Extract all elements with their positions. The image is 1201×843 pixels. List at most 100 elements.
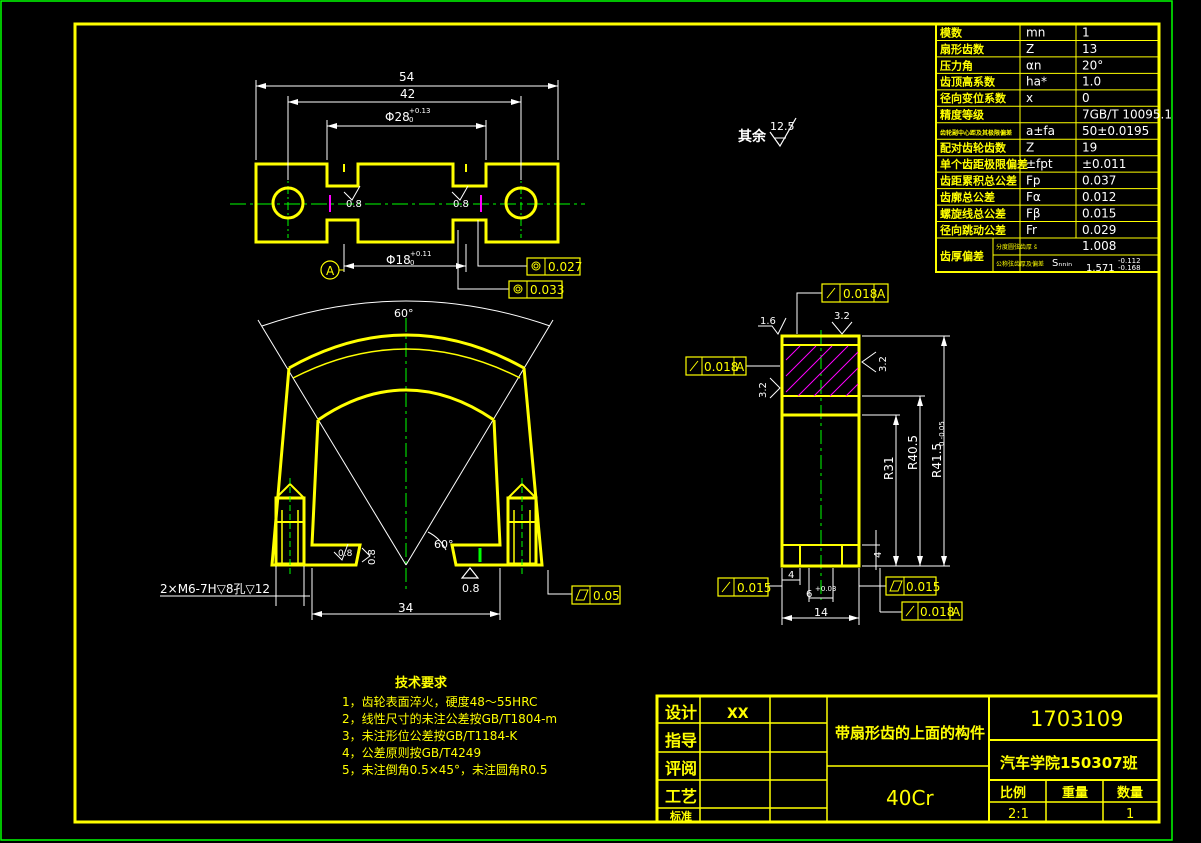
datum-a: A xyxy=(326,264,335,278)
param-symbol: mn xyxy=(1026,25,1045,39)
roughness-note-label: 其余 xyxy=(738,128,767,145)
dim-r415: R41.5 xyxy=(930,443,944,478)
tb-scale-label: 比例 xyxy=(1000,785,1026,801)
param-name: 齿距累积总公差 xyxy=(940,174,1017,188)
param-name: 模数 xyxy=(940,25,963,39)
param-symbol: x xyxy=(1026,91,1033,105)
param-name: 径向变位系数 xyxy=(940,91,1007,105)
top-tol-2: 0.033 xyxy=(530,283,564,297)
param-symbol: Z xyxy=(1026,42,1034,56)
param-value: 0 xyxy=(1082,91,1090,105)
dim-phi28-tol-upper: +0.13 xyxy=(409,107,430,115)
param-symbol: Fp xyxy=(1026,174,1041,188)
dim-14: 14 xyxy=(814,606,828,619)
param-name: 径向跳动公差 xyxy=(940,223,1006,237)
runout-top: 0.018 xyxy=(843,287,877,301)
param-symbol: a±fa xyxy=(1026,124,1055,138)
tb-qty: 1 xyxy=(1126,807,1134,822)
runout-left-datum: A xyxy=(736,360,745,374)
param-symbol: Fr xyxy=(1026,223,1037,237)
dim-phi28: Φ28 xyxy=(385,110,410,124)
param-value: 1.0 xyxy=(1082,75,1101,89)
dim-r31: R31 xyxy=(882,456,896,480)
param-value: 20° xyxy=(1082,58,1103,72)
runout-bottom: 0.018 xyxy=(920,605,954,619)
thickness-row1-label: 分度圆弦齿厚 s̄ xyxy=(996,243,1037,251)
param-name: 扇形齿数 xyxy=(940,42,985,56)
tb-process-label: 工艺 xyxy=(665,787,697,806)
thickness-row2-symbol: Sₙₙᵢₙ xyxy=(1052,258,1072,269)
front-view: 60° 60° 0.8 0.8 0.8 xyxy=(160,300,621,620)
side-rough-32a: 3.2 xyxy=(834,311,850,322)
param-name: 压力角 xyxy=(940,58,973,72)
runout-bottom-datum: A xyxy=(952,605,961,619)
param-name: 齿廓总公差 xyxy=(940,190,995,204)
side-rough-32c: 3.2 xyxy=(758,382,769,398)
front-rough-2: 0.8 xyxy=(367,549,378,565)
param-symbol: Z xyxy=(1026,141,1034,155)
param-symbol: ±fpt xyxy=(1026,157,1053,171)
tb-school: 汽车学院150307班 xyxy=(1000,754,1138,772)
param-name: 单个齿距极限偏差 xyxy=(940,157,1028,171)
top-view: 0.8 0.8 54 42 Φ28 +0.13 0 Φ18 +0.11 0 A xyxy=(230,70,585,299)
angle-top: 60° xyxy=(394,307,414,320)
param-name: 精度等级 xyxy=(940,108,985,122)
tb-review-label: 评阅 xyxy=(665,759,697,778)
param-value: 0.015 xyxy=(1082,206,1116,220)
top-tol-1: 0.027 xyxy=(548,260,582,274)
dim-6: 6 xyxy=(806,589,812,600)
angle-inner: 60° xyxy=(434,538,454,551)
dim-34: 34 xyxy=(398,601,413,615)
param-value: 7GB/T 10095.1 xyxy=(1082,108,1172,122)
outer-frame xyxy=(0,0,1173,841)
runout-left: 0.018 xyxy=(704,360,738,374)
param-value: 0.012 xyxy=(1082,190,1116,204)
tb-qty-label: 数量 xyxy=(1117,785,1143,801)
dim-phi18-tol-lower: 0 xyxy=(410,259,414,267)
side-view: 0.018 A 0.018 A 1.6 3.2 3.2 3.2 R31 R40.… xyxy=(685,283,963,625)
thread-callout: 2×M6-7H▽8孔▽12 xyxy=(160,582,270,596)
param-value: 1 xyxy=(1082,25,1090,39)
title-block: 设计 XX 指导 评阅 工艺 标准 带扇形齿的上面的构件 40Cr 170310… xyxy=(655,694,1161,824)
tb-scale: 2:1 xyxy=(1008,807,1029,822)
param-name: 齿顶高系数 xyxy=(940,75,996,89)
thickness-row2-tol-upper: -0.112 xyxy=(1118,257,1141,265)
tech-req-item: 2，线性尺寸的未注公差按GB/T1804-m xyxy=(342,711,557,726)
tb-design-label: 设计 xyxy=(665,703,697,722)
side-rough-16: 1.6 xyxy=(760,316,776,327)
param-value: 0.029 xyxy=(1082,223,1116,237)
param-value: ±0.011 xyxy=(1082,157,1126,171)
tech-req-item: 5，未注倒角0.5×45°，未注圆角R0.5 xyxy=(342,762,547,777)
dim-6-tol: +0.03 xyxy=(815,585,836,593)
front-flatness: 0.05 xyxy=(593,589,620,603)
dim-r415-tol: 0 -0.05 xyxy=(938,421,946,446)
param-value: 0.037 xyxy=(1082,174,1116,188)
param-symbol: Fα xyxy=(1026,190,1041,204)
param-value: 50±0.0195 xyxy=(1082,124,1149,138)
thickness-row2-label: 公称弦齿厚及偏差 xyxy=(996,260,1044,268)
dim-phi18-tol-upper: +0.11 xyxy=(410,250,431,258)
tech-req-title: 技术要求 xyxy=(395,675,448,691)
thickness-row2-tol-lower: -0.168 xyxy=(1118,264,1141,272)
thickness-group-label: 齿厚偏差 xyxy=(940,249,984,263)
dim-42: 42 xyxy=(400,87,415,101)
dim-r405: R40.5 xyxy=(906,435,920,470)
roughness-note: 其余 12.5 xyxy=(738,117,797,148)
tb-designer: XX xyxy=(727,706,749,722)
param-value: 19 xyxy=(1082,141,1097,155)
param-name: 齿轮副中心距及其极限偏差 xyxy=(940,129,1012,137)
tech-req-item: 4，公差原则按GB/T4249 xyxy=(342,746,481,760)
param-value: 13 xyxy=(1082,42,1097,56)
top-rough-right: 0.8 xyxy=(453,199,469,210)
param-symbol: ha* xyxy=(1026,75,1047,89)
param-name: 配对齿轮齿数 xyxy=(940,141,1007,155)
runout-top-datum: A xyxy=(877,287,886,301)
flatness-bottom: 0.015 xyxy=(906,580,940,594)
tech-req-item: 3，未注形位公差按GB/T1184-K xyxy=(342,728,518,743)
param-symbol: Fβ xyxy=(1026,206,1041,220)
tb-guide-label: 指导 xyxy=(665,731,697,750)
front-rough-1: 0.8 xyxy=(338,549,353,559)
tb-part-name: 带扇形齿的上面的构件 xyxy=(835,724,985,742)
